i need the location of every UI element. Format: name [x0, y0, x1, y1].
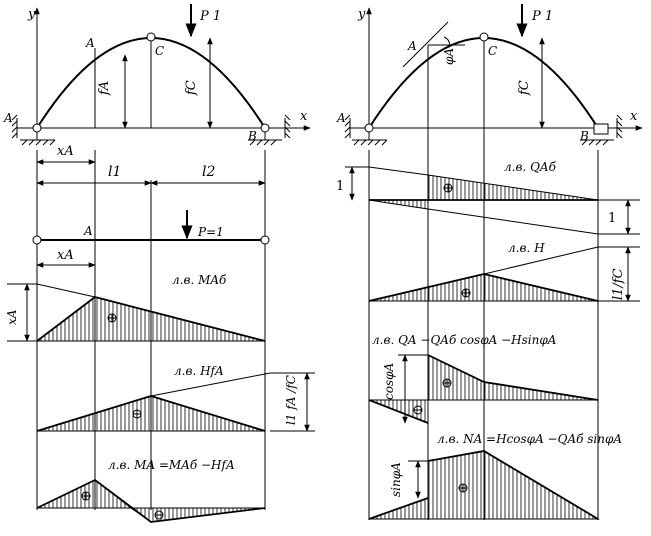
- left-labels: y x A B A C P 1 fA fC xA l1 l2 A P=1 xA …: [3, 7, 308, 472]
- left-fc-label: fC: [184, 80, 199, 96]
- left-line-m-beam-label: л.в. MAб: [172, 273, 227, 287]
- left-beam-load-label: P=1: [197, 225, 224, 239]
- left-fa-label: fA: [97, 81, 112, 96]
- right-hinge-a: [364, 123, 374, 133]
- left-beam-point-label: A: [83, 224, 93, 238]
- left-beam-end-a: [32, 235, 42, 245]
- left-ratio-label: l1 fA /fC: [284, 375, 298, 425]
- left-ma-pos-area: [36, 479, 133, 509]
- right-unit-right-label: 1: [608, 211, 616, 226]
- left-point-a-label: A: [85, 36, 95, 50]
- right-tangent: [402, 21, 449, 68]
- right-hinge-c: [479, 32, 489, 42]
- right-plus-4: [458, 483, 468, 493]
- right-qb-pos-area: [427, 174, 599, 201]
- left-xa2-label: xA: [57, 248, 74, 263]
- right-point-c-label: C: [488, 44, 497, 58]
- right-axis-y-label: y: [357, 7, 366, 22]
- left-plus-1: [107, 313, 117, 323]
- left-plus-3: [81, 491, 91, 501]
- right-phi-arc: [443, 36, 451, 46]
- left-xa-ordinate-label: xA: [5, 309, 19, 325]
- left-support-a-label: A: [3, 111, 13, 125]
- right-n-area: [368, 450, 600, 520]
- left-hinge-b: [260, 123, 270, 133]
- left-xa-label: xA: [57, 144, 74, 159]
- right-support-a-label: A: [336, 111, 346, 125]
- left-axis-y-label: y: [27, 7, 36, 22]
- right-l1fc-label: l1/fC: [611, 268, 626, 300]
- right-support-b-label: B: [579, 129, 589, 143]
- right-axis-x-label: x: [630, 109, 638, 124]
- left-hinge-a: [32, 123, 42, 133]
- left-line-m-label: л.в. MA =MAб −HfA: [108, 458, 235, 472]
- right-line-n-label: л.в. NA =HcosφA −QAб sinφA: [437, 432, 622, 446]
- right-support-a: [344, 114, 388, 146]
- right-cos-label: cosφA: [382, 362, 396, 400]
- right-qb-upper-left: [368, 166, 429, 176]
- left-axis-x-label: x: [300, 109, 308, 124]
- left-plus-2: [132, 409, 142, 419]
- left-l2-label: l2: [202, 164, 215, 180]
- right-plus-3: [442, 378, 452, 388]
- right-labels: y x A B A C P 1 φA fC 1 1 l1/fC cosφA si…: [336, 7, 638, 497]
- left-panel: [7, 4, 315, 523]
- right-fc-label: fC: [517, 80, 532, 96]
- right-unit-left-label: 1: [336, 179, 344, 194]
- left-minus-1: [154, 510, 164, 520]
- left-m-extension-line: [36, 283, 96, 298]
- right-line-h-label: л.в. H: [508, 241, 545, 255]
- right-point-a-label: A: [407, 39, 417, 53]
- left-beam-end-b: [260, 235, 270, 245]
- right-h-area: [368, 273, 599, 302]
- right-h-extension: [483, 246, 599, 275]
- left-hf-extension: [150, 372, 271, 397]
- left-l1-label: l1: [108, 164, 121, 180]
- right-q-pos-area: [427, 354, 599, 401]
- left-hinge-c: [146, 32, 156, 42]
- right-qb-lower: [427, 208, 599, 235]
- left-support-b: [248, 114, 291, 146]
- right-load-label: P 1: [531, 9, 553, 24]
- left-support-b-label: B: [247, 129, 257, 143]
- left-point-c-label: C: [155, 44, 164, 58]
- left-line-hf-label: л.в. HfA: [174, 364, 224, 378]
- right-support-b: [580, 114, 623, 146]
- right-sin-label: sinφA: [389, 462, 403, 497]
- right-panel: [344, 4, 643, 520]
- right-line-q-label: л.в. QA −QAб cosφA −HsinφA: [372, 333, 557, 347]
- right-phi-label: φA: [442, 48, 456, 65]
- left-hf-area: [36, 395, 266, 432]
- left-support-a: [11, 114, 56, 146]
- right-plus-1: [443, 183, 453, 193]
- right-plus-2: [461, 288, 471, 298]
- left-load-label: P 1: [199, 9, 221, 24]
- right-qb-neg-area: [368, 199, 429, 210]
- right-line-qb-label: л.в. QAб: [504, 160, 557, 174]
- right-minus-1: [413, 405, 423, 415]
